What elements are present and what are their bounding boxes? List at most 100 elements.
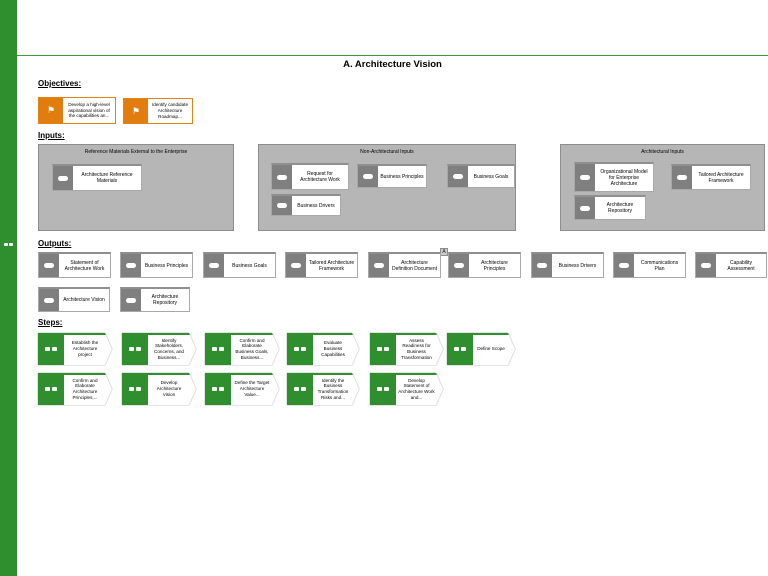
output-label: Communications Plan	[640, 259, 679, 272]
process-icon	[38, 333, 64, 365]
flag-icon: ⚑	[124, 99, 148, 123]
header-divider	[17, 55, 768, 56]
output-node[interactable]: Business Goals	[203, 252, 276, 278]
input-node[interactable]: Tailored Architecture Framework	[671, 164, 751, 190]
input-node[interactable]: Business Drivers	[271, 194, 341, 216]
objective-node[interactable]: ⚑ Develop a high-level aspirational visi…	[38, 97, 116, 124]
deliverable-icon	[448, 166, 468, 187]
step-label: Assess Readiness for Business Transforma…	[396, 333, 443, 365]
process-icon	[287, 373, 313, 405]
step-node[interactable]: Develop Statement of Architecture Work a…	[370, 373, 443, 405]
group-title: Non-Architectural Inputs	[360, 149, 414, 155]
input-label: Tailored Architecture Framework	[698, 171, 744, 184]
step-node[interactable]: Confirm and Elaborate Business Goals, Bu…	[205, 333, 279, 365]
process-icon	[122, 373, 148, 405]
step-label: Define Scope	[473, 333, 515, 365]
output-node[interactable]: Statement of Architecture Work	[38, 252, 111, 278]
output-label: Architecture Repository	[151, 294, 179, 306]
deliverable-icon	[532, 254, 552, 277]
output-label: Tailored Architecture Framework	[308, 259, 355, 272]
output-node[interactable]: Capability Assessment	[695, 252, 767, 278]
left-green-rail	[0, 0, 17, 576]
page-title: A. Architecture Vision	[343, 59, 442, 70]
output-node[interactable]: Business Principles	[120, 252, 193, 278]
input-node[interactable]: Architecture Repository	[574, 195, 646, 220]
process-icon	[122, 333, 148, 365]
process-icon	[370, 373, 396, 405]
process-icon	[205, 333, 231, 365]
deliverable-icon	[575, 197, 595, 219]
process-icon	[287, 333, 313, 365]
flag-icon: ⚑	[39, 98, 63, 123]
steps-section-label: Steps:	[38, 318, 63, 327]
step-label: Develop Statement of Architecture Work a…	[396, 373, 443, 405]
input-label: Business Drivers	[297, 202, 335, 209]
step-label: Define the Target Architecture Value...	[231, 373, 279, 405]
output-label: Capability Assessment	[727, 259, 755, 272]
outputs-section-label: Outputs:	[38, 239, 72, 248]
step-label: Evaluate Business Capabilities	[313, 333, 359, 365]
deliverable-icon	[358, 166, 378, 187]
input-node[interactable]: Organizational Model for Enterprise Arch…	[574, 162, 654, 192]
process-icon	[38, 373, 64, 405]
deliverable-icon	[614, 254, 634, 277]
deliverable-icon	[204, 254, 224, 277]
output-node[interactable]: Business Drivers	[531, 252, 604, 278]
step-node[interactable]: Establish the Architecture project	[38, 333, 112, 365]
output-node[interactable]: Architecture Repository	[120, 287, 190, 312]
input-node[interactable]: Business Principles	[357, 164, 427, 188]
deliverable-icon	[39, 289, 59, 311]
step-node[interactable]: Confirm and Elaborate Architecture Princ…	[38, 373, 112, 405]
output-node[interactable]: Communications Plan	[613, 252, 686, 278]
deliverable-icon	[369, 254, 389, 277]
inputs-section-label: Inputs:	[38, 131, 65, 140]
input-node[interactable]: Request for Architecture Work	[271, 163, 349, 190]
output-label: Business Drivers	[558, 262, 597, 269]
input-group-architectural[interactable]: Architectural Inputs Organizational Mode…	[560, 144, 765, 231]
objective-label: Develop a high-level aspirational vision…	[68, 101, 110, 119]
deliverable-icon	[575, 164, 595, 191]
input-label: Request for Architecture Work	[300, 171, 340, 183]
output-node[interactable]: Tailored Architecture Framework	[285, 252, 358, 278]
input-node[interactable]: Business Goals	[447, 164, 515, 188]
input-group-non-architectural[interactable]: Non-Architectural Inputs Request for Arc…	[258, 144, 516, 231]
step-node[interactable]: Identify the Business Transformation Ris…	[287, 373, 359, 405]
output-label: Architecture Principles	[481, 259, 508, 272]
deliverable-icon	[53, 166, 73, 190]
process-icon	[3, 241, 14, 248]
output-label: Statement of Architecture Work	[64, 259, 105, 272]
input-label: Business Goals	[473, 173, 509, 180]
output-label: Business Goals	[232, 262, 267, 269]
deliverable-icon	[272, 165, 292, 189]
step-node[interactable]: Define the Target Architecture Value...	[205, 373, 279, 405]
step-label: Identify Stakeholders, Concerns, and Bus…	[148, 333, 196, 365]
input-group-reference-materials[interactable]: Reference Materials External to the Ente…	[38, 144, 234, 231]
deliverable-icon	[696, 254, 716, 277]
objective-node[interactable]: ⚑ Identify candidate Architecture Roadma…	[123, 98, 193, 124]
step-label: Confirm and Elaborate Business Goals, Bu…	[231, 333, 279, 365]
step-node[interactable]: Develop Architecture Vision	[122, 373, 196, 405]
objective-label: Identify candidate Architecture Roadmap.…	[151, 102, 188, 119]
output-node[interactable]: Architecture Definition Document	[368, 252, 441, 278]
step-label: Develop Architecture Vision	[148, 373, 196, 405]
step-node[interactable]: Assess Readiness for Business Transforma…	[370, 333, 443, 365]
step-node[interactable]: Evaluate Business Capabilities	[287, 333, 359, 365]
step-label: Establish the Architecture project	[64, 333, 112, 365]
deliverable-icon	[272, 196, 292, 215]
marker-a-icon: A	[440, 248, 448, 256]
step-node[interactable]: Identify Stakeholders, Concerns, and Bus…	[122, 333, 196, 365]
process-icon	[205, 373, 231, 405]
input-node[interactable]: Architecture Reference Materials	[52, 164, 142, 191]
output-node[interactable]: Architecture Vision	[38, 287, 110, 312]
step-label: Confirm and Elaborate Architecture Princ…	[64, 373, 112, 405]
group-title: Reference Materials External to the Ente…	[84, 149, 188, 155]
deliverable-icon	[121, 254, 141, 277]
step-node[interactable]: Define Scope	[447, 333, 515, 365]
output-node[interactable]: Architecture Principles	[448, 252, 521, 278]
output-label: Business Principles	[144, 262, 189, 269]
input-label: Organizational Model for Enterprise Arch…	[600, 168, 648, 187]
output-label: Architecture Definition Document	[391, 259, 438, 272]
step-label: Identify the Business Transformation Ris…	[313, 373, 359, 405]
deliverable-icon	[286, 254, 306, 277]
